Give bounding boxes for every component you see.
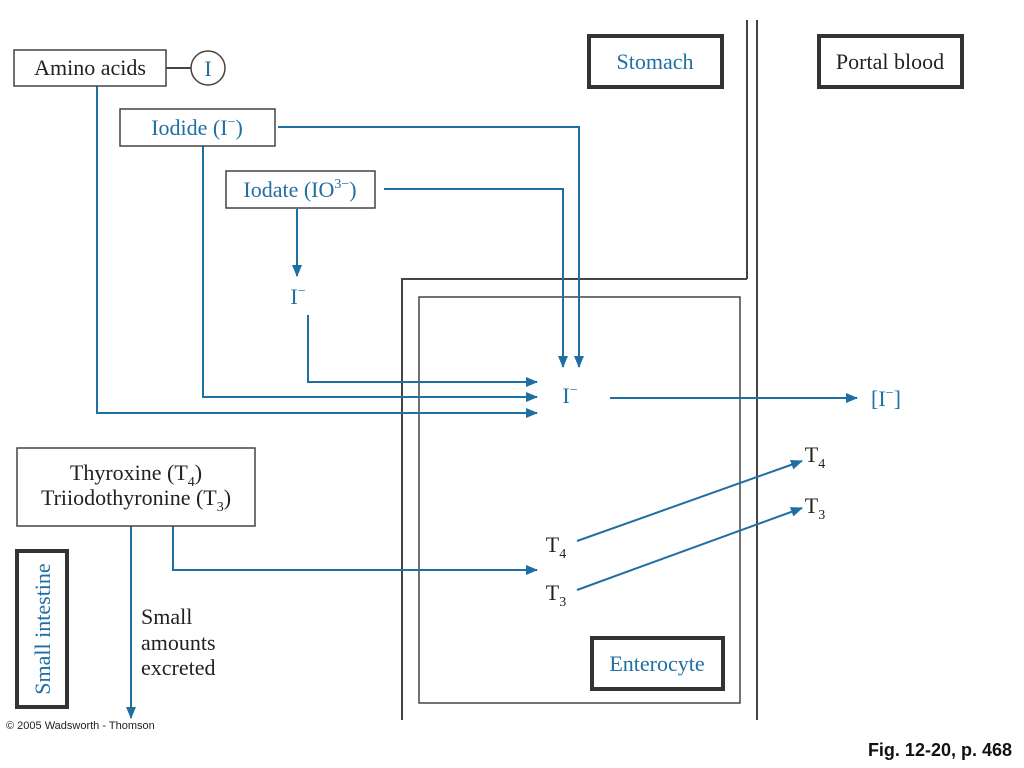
t3-portal-flow	[576, 507, 803, 591]
lumen-wall-line	[401, 278, 747, 720]
iodide-flow-down	[202, 146, 538, 402]
stomach-box	[587, 34, 724, 89]
portal-blood-box	[817, 34, 964, 89]
thyroxine-label: Thyroxine (T4)	[70, 460, 202, 490]
iodide-box	[119, 108, 276, 147]
i-circle-label: I	[204, 56, 211, 81]
i-minus-flow	[307, 315, 538, 387]
triiodothyronine-label: Triiodothyronine (T3)	[41, 485, 231, 515]
iodate-flow-right	[384, 188, 568, 368]
excretion-line2: amounts	[141, 630, 216, 655]
excretion-line3: excreted	[141, 655, 216, 680]
t4-t3-enterocyte-flow	[172, 526, 538, 575]
enterocyte-label-box	[590, 636, 725, 691]
copyright-notice: © 2005 Wadsworth - Thomson	[6, 720, 155, 732]
iodide-label: Iodide (I−)	[151, 115, 243, 140]
figure-reference: Fig. 12-20, p. 468	[867, 740, 1012, 760]
amino-acids-flow	[96, 86, 538, 418]
portal-t3-label: T3	[805, 493, 825, 523]
enterocyte-label: Enterocyte	[609, 651, 704, 676]
amino-acids-label: Amino acids	[34, 55, 146, 80]
portal-t4-label: T4	[805, 442, 825, 472]
t4-portal-flow	[576, 459, 803, 542]
iodate-i-minus-label: I−	[290, 284, 305, 309]
portal-iodide-label: [I−]	[871, 386, 901, 411]
stomach-label: Stomach	[617, 49, 694, 74]
iodate-box	[225, 170, 376, 209]
enterocyte-i-minus-label: I−	[562, 383, 577, 408]
iodide-flow-right	[278, 126, 584, 368]
enterocyte-t3-label: T3	[546, 580, 566, 610]
i-circle	[190, 50, 226, 86]
portal-blood-label: Portal blood	[836, 49, 944, 74]
small-intestine-box	[15, 549, 69, 709]
enterocyte-t4-label: T4	[546, 532, 566, 562]
excretion-line1: Small	[141, 604, 192, 629]
thyroid-hormone-box	[16, 447, 256, 527]
iodate-label: Iodate (IO3−)	[243, 177, 356, 202]
small-intestine-label: Small intestine	[30, 563, 55, 694]
